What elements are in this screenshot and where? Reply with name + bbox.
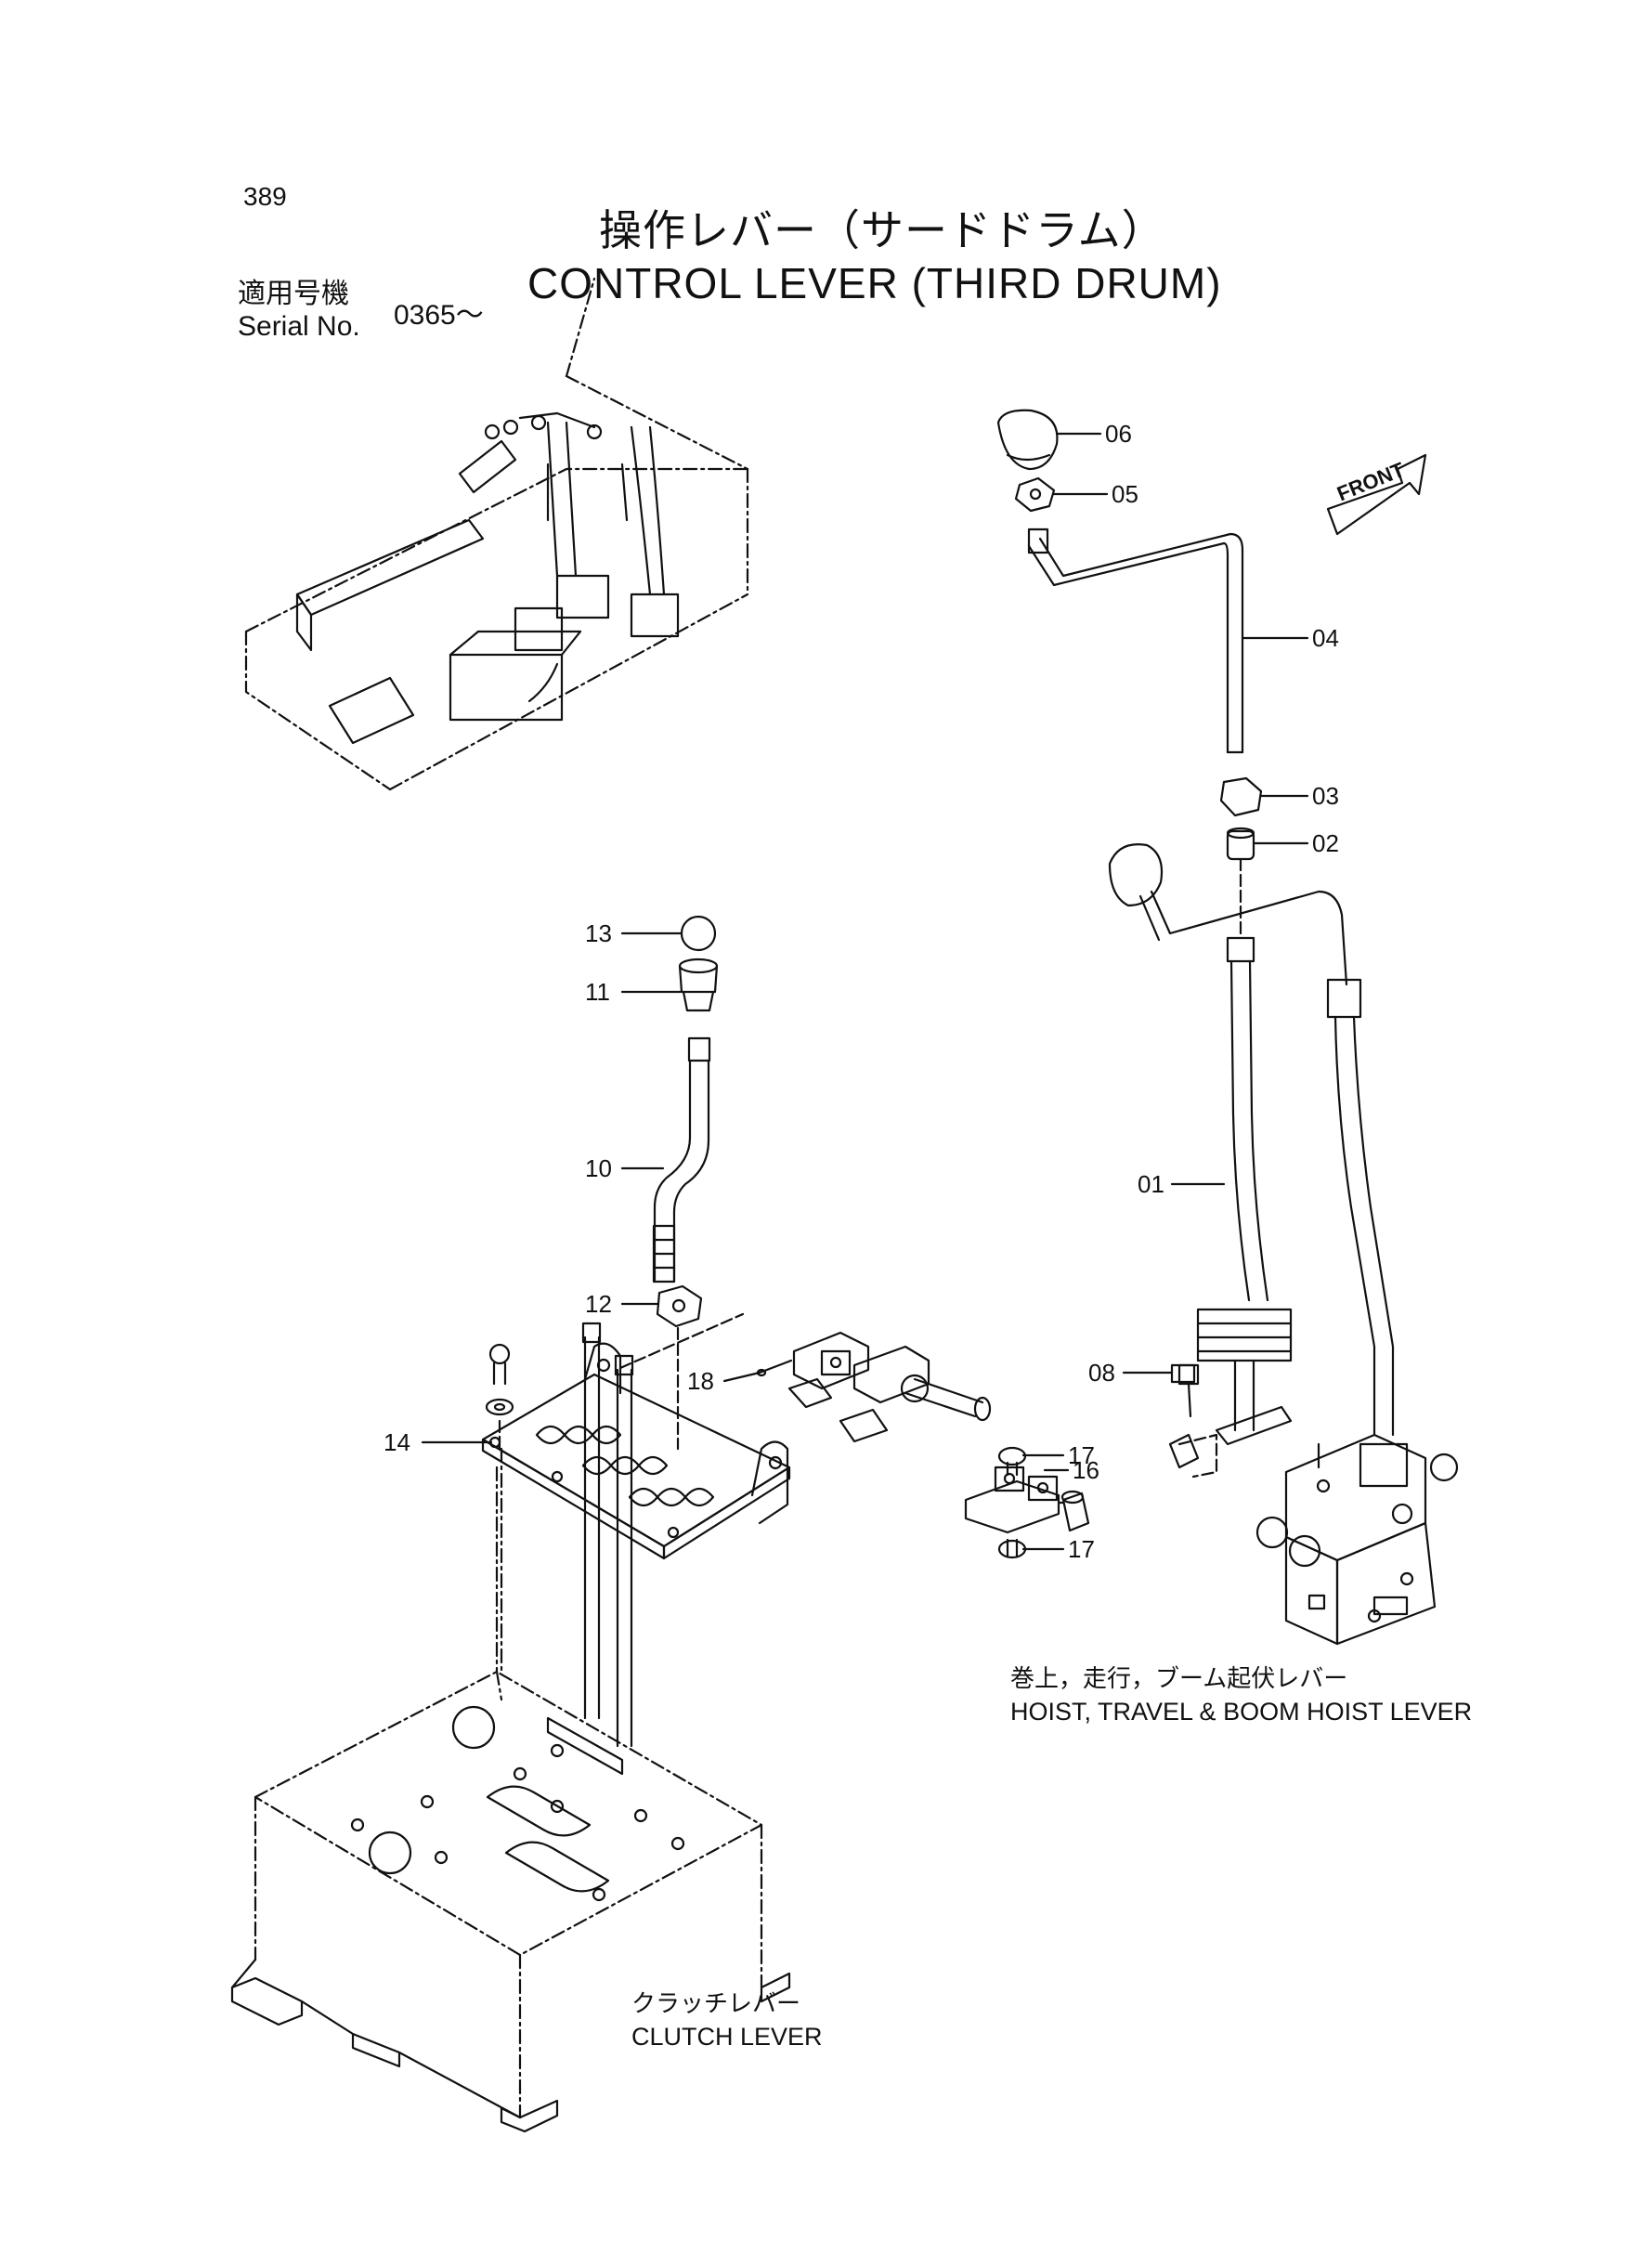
callout-17-upper: 17 bbox=[1068, 1441, 1095, 1469]
clutch-housing-drawing bbox=[230, 1322, 791, 2133]
callout-11: 11 bbox=[585, 978, 610, 1006]
serial-label-japanese: 適用号機 bbox=[238, 278, 349, 310]
callout-14: 14 bbox=[384, 1428, 410, 1456]
clevis-16-drawing bbox=[964, 1466, 1060, 1534]
bolt-08-drawing bbox=[1170, 1363, 1196, 1384]
lever-rod-04-drawing bbox=[1027, 528, 1244, 754]
callout-04: 04 bbox=[1312, 624, 1339, 652]
bracket-plate-14-drawing bbox=[481, 1312, 791, 1560]
pin-17-lower-drawing bbox=[997, 1538, 1027, 1559]
serial-value: 0365～ bbox=[394, 300, 484, 331]
page-title: CONTROL LEVER (THIRD DRUM) bbox=[527, 259, 1222, 307]
bushing-drawing bbox=[1060, 1490, 1090, 1532]
leader-lines bbox=[421, 432, 1309, 1551]
nut-03-drawing bbox=[1219, 776, 1263, 817]
clutch-lever-10-drawing bbox=[652, 1036, 711, 1283]
callout-02: 02 bbox=[1312, 829, 1339, 857]
boot-11-drawing bbox=[678, 958, 719, 1012]
callout-06: 06 bbox=[1105, 420, 1132, 448]
ball-knob-13-drawing bbox=[680, 915, 717, 952]
screw-washer-drawing bbox=[485, 1343, 514, 1451]
knob-06-drawing bbox=[996, 409, 1059, 471]
callout-03: 03 bbox=[1312, 782, 1339, 810]
page-number: 389 bbox=[243, 182, 287, 211]
front-direction-arrow-icon bbox=[1326, 453, 1427, 536]
callout-10: 10 bbox=[585, 1154, 612, 1182]
cab-overview-drawing bbox=[244, 277, 749, 791]
nut-12-drawing bbox=[656, 1284, 703, 1451]
hoist-lever-caption-japanese: 巻上，走行，ブーム起伏レバー bbox=[1010, 1665, 1348, 1693]
clutch-lever-caption: CLUTCH LEVER bbox=[631, 2023, 823, 2051]
callout-17-lower: 17 bbox=[1068, 1535, 1095, 1563]
bushing-02-drawing bbox=[1226, 827, 1255, 861]
pin-17-upper-drawing bbox=[997, 1446, 1027, 1477]
callout-13: 13 bbox=[585, 919, 612, 947]
nut-05-drawing bbox=[1014, 476, 1056, 513]
page-title-japanese: 操作レバー（サードドラム） bbox=[599, 205, 1165, 255]
pin-18-drawing bbox=[756, 1359, 793, 1377]
callout-08: 08 bbox=[1088, 1359, 1115, 1387]
callout-12: 12 bbox=[585, 1290, 612, 1318]
callout-16: 16 bbox=[1073, 1456, 1099, 1484]
clutch-lever-caption-japanese: クラッチレバー bbox=[631, 1990, 801, 2018]
serial-label: Serial No. bbox=[238, 311, 360, 342]
hoist-lever-caption: HOIST, TRAVEL & BOOM HOIST LEVER bbox=[1010, 1698, 1473, 1726]
hoist-lever-assembly-drawing bbox=[1108, 843, 1459, 1646]
callout-18: 18 bbox=[687, 1367, 714, 1395]
callout-05: 05 bbox=[1112, 480, 1138, 508]
callout-01: 01 bbox=[1138, 1170, 1164, 1198]
linkage-drawing bbox=[787, 1331, 992, 1443]
